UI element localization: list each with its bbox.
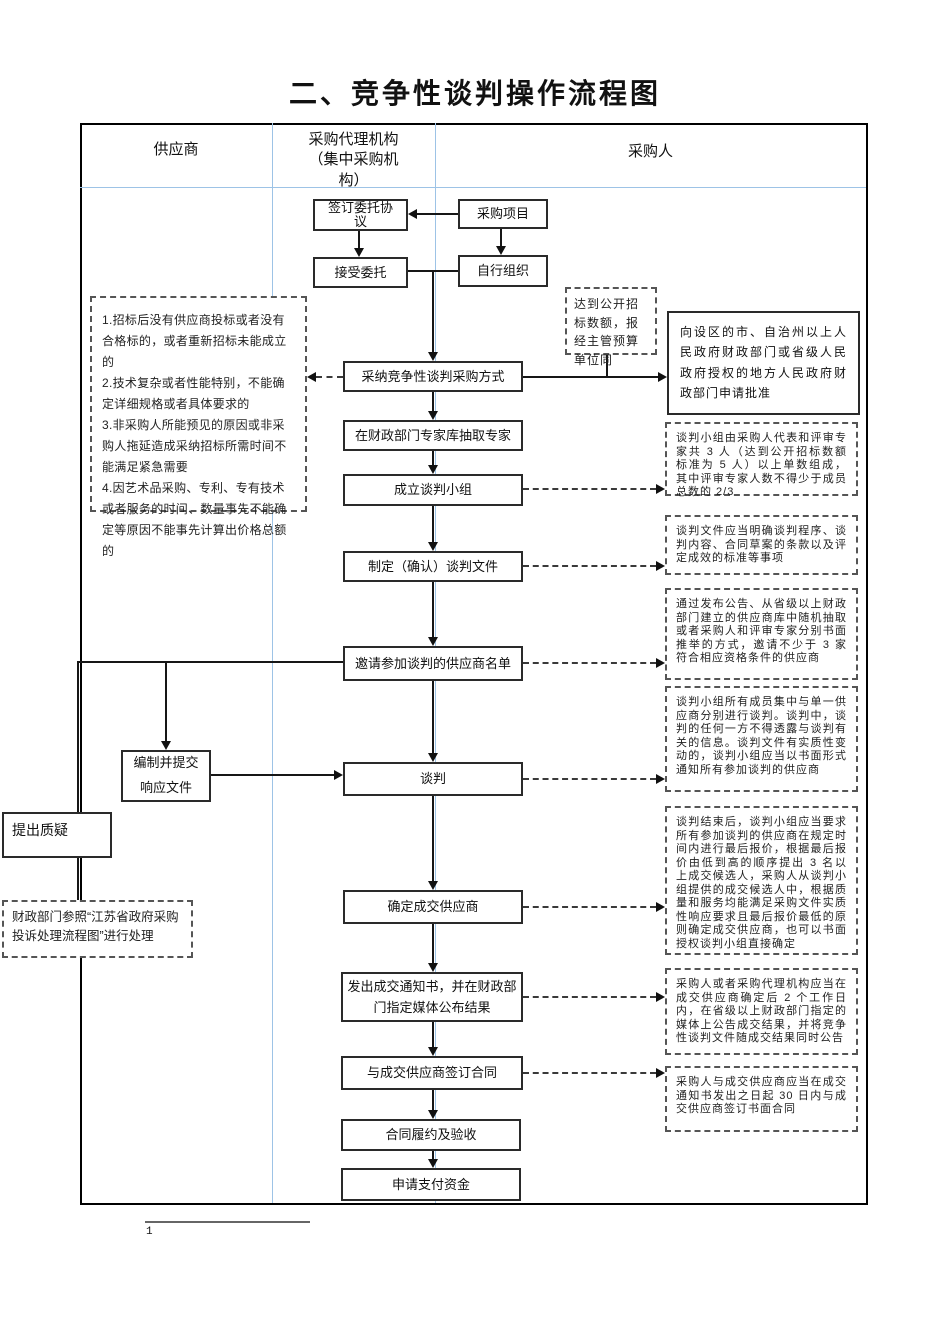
box-sign-agreement: 签订委托协 议 bbox=[313, 199, 408, 231]
arrowhead-right-icon bbox=[334, 770, 343, 780]
connector-to-prepare-response bbox=[165, 661, 167, 741]
note-negotiation-rules: 谈判小组所有成员集中与单一供应商分别进行谈判。谈判中，谈判的任何一方不得透露与谈… bbox=[665, 686, 858, 792]
connector-main-1 bbox=[432, 270, 434, 352]
box-determine-supplier: 确定成交供应商 bbox=[343, 890, 523, 924]
footnote-rule bbox=[145, 1221, 310, 1223]
arrowhead-right-icon bbox=[656, 484, 665, 494]
arrowhead-down-icon bbox=[428, 411, 438, 420]
note-final-quotation: 谈判结束后，谈判小组应当要求所有参加谈判的供应商在规定时间内进行最后报价，根据最… bbox=[665, 806, 858, 955]
arrowhead-down-icon bbox=[428, 1047, 438, 1056]
dashed-connector-determine bbox=[523, 906, 656, 908]
arrowhead-left-icon bbox=[408, 209, 417, 219]
connector-agreement-to-accept bbox=[358, 231, 360, 248]
note-result-announcement: 采购人或者采购代理机构应当在成交供应商确定后 2 个工作日内，在省级以上财政部门… bbox=[665, 968, 858, 1055]
page-title: 二、竞争性谈判操作流程图 bbox=[288, 79, 661, 110]
connector-project-to-selforganize bbox=[500, 228, 502, 246]
connector-threshold-drop bbox=[606, 355, 608, 377]
arrowhead-down-icon bbox=[354, 248, 364, 257]
column-divider-1 bbox=[272, 123, 273, 1203]
arrowhead-right-icon bbox=[656, 992, 665, 1002]
arrowhead-right-icon bbox=[656, 902, 665, 912]
connector-query-line bbox=[77, 661, 79, 900]
connector-project-to-agreement bbox=[417, 213, 458, 215]
arrowhead-down-icon bbox=[428, 352, 438, 361]
box-form-group: 成立谈判小组 bbox=[343, 474, 523, 506]
connector-adopt-to-approval bbox=[523, 376, 658, 378]
box-apply-approval: 向设区的市、自治州以上人民政府财政部门或省级人民政府授权的地方人民政府财政部门申… bbox=[667, 311, 860, 415]
connector-main-3 bbox=[432, 451, 434, 465]
connector-main-4 bbox=[432, 506, 434, 542]
connector-main-10 bbox=[432, 1090, 434, 1110]
dashed-connector-negotiate bbox=[523, 778, 656, 780]
connector-main-5 bbox=[432, 582, 434, 637]
connector-main-9 bbox=[432, 1022, 434, 1047]
box-self-organize: 自行组织 bbox=[458, 255, 548, 287]
arrowhead-right-icon bbox=[656, 1068, 665, 1078]
box-raise-query: 提出质疑 bbox=[2, 812, 112, 858]
dashed-connector-documents bbox=[523, 565, 656, 567]
arrowhead-down-icon bbox=[428, 1159, 438, 1168]
connector-main-2 bbox=[432, 392, 434, 411]
arrowhead-down-icon bbox=[428, 881, 438, 890]
box-negotiate: 谈判 bbox=[343, 762, 523, 796]
footnote-number: 1 bbox=[146, 1226, 153, 1238]
box-invite-suppliers: 邀请参加谈判的供应商名单 bbox=[343, 646, 523, 681]
arrowhead-down-icon bbox=[496, 246, 506, 255]
note-document-requirements: 谈判文件应当明确谈判程序、谈判内容、合同草案的条款以及评定成效的标准等事项 bbox=[665, 515, 858, 575]
note-complaint-handling: 财政部门参照“江苏省政府采购投诉处理流程图”进行处理 bbox=[2, 900, 193, 958]
arrowhead-right-icon bbox=[656, 774, 665, 784]
box-request-payment: 申请支付资金 bbox=[341, 1168, 521, 1201]
connector-main-8 bbox=[432, 924, 434, 963]
note-invitation-method: 通过发布公告、从省级以上财政部门建立的供应商库中随机抽取或者采购人和评审专家分别… bbox=[665, 588, 858, 680]
box-extract-experts: 在财政部门专家库抽取专家 bbox=[343, 420, 523, 451]
arrowhead-down-icon bbox=[428, 637, 438, 646]
connector-response-to-negotiate bbox=[211, 774, 334, 776]
connector-main-7 bbox=[432, 796, 434, 881]
box-accept-commission: 接受委托 bbox=[313, 257, 408, 288]
box-purchase-project: 采购项目 bbox=[458, 199, 548, 229]
header-divider bbox=[80, 187, 866, 188]
column-header-supplier: 供应商 bbox=[153, 141, 199, 158]
dashed-connector-adopt-reasons bbox=[316, 376, 343, 378]
dashed-connector-notice bbox=[523, 996, 656, 998]
arrowhead-down-icon bbox=[428, 1110, 438, 1119]
box-make-documents: 制定（确认）谈判文件 bbox=[343, 551, 523, 582]
chart-frame bbox=[80, 123, 868, 1205]
arrowhead-down-icon bbox=[428, 465, 438, 474]
box-prepare-response: 编制并提交 响应文件 bbox=[121, 750, 211, 802]
note-contract-deadline: 采购人与成交供应商应当在成交通知书发出之日起 30 日内与成交供应商签订书面合同 bbox=[665, 1066, 858, 1132]
box-sign-contract: 与成交供应商签订合同 bbox=[341, 1056, 523, 1090]
arrowhead-down-icon bbox=[428, 963, 438, 972]
dashed-connector-group bbox=[523, 488, 656, 490]
arrowhead-left-icon bbox=[307, 372, 316, 382]
column-header-agency: 采购代理机构 （集中采购机 构） bbox=[308, 131, 399, 189]
arrowhead-down-icon bbox=[428, 753, 438, 762]
arrowhead-right-icon bbox=[656, 561, 665, 571]
dashed-connector-invite bbox=[523, 662, 656, 664]
arrowhead-right-icon bbox=[656, 658, 665, 668]
arrowhead-down-icon bbox=[428, 542, 438, 551]
box-issue-notice: 发出成交通知书，并在财政部 门指定媒体公布结果 bbox=[341, 972, 523, 1022]
box-adopt-method: 采纳竞争性谈判采购方式 bbox=[343, 361, 523, 392]
connector-invite-to-left bbox=[78, 661, 343, 663]
note-negotiation-reasons: 1.招标后没有供应商投标或者没有合格标的，或者重新招标未能成立的 2.技术复杂或… bbox=[90, 296, 307, 558]
column-header-purchaser: 采购人 bbox=[627, 143, 673, 160]
note-reach-threshold: 达到公开招标数额，报经主管预算单位同 bbox=[565, 287, 657, 367]
connector-main-6 bbox=[432, 681, 434, 753]
arrowhead-right-icon bbox=[658, 372, 667, 382]
note-group-composition: 谈判小组由采购人代表和评审专家共 3 人（达到公开招标数额标准为 5 人）以上单… bbox=[665, 422, 858, 498]
connector-main-11 bbox=[432, 1151, 434, 1159]
dashed-connector-contract bbox=[523, 1072, 656, 1074]
arrowhead-down-icon bbox=[161, 741, 171, 750]
box-contract-acceptance: 合同履约及验收 bbox=[341, 1119, 521, 1151]
